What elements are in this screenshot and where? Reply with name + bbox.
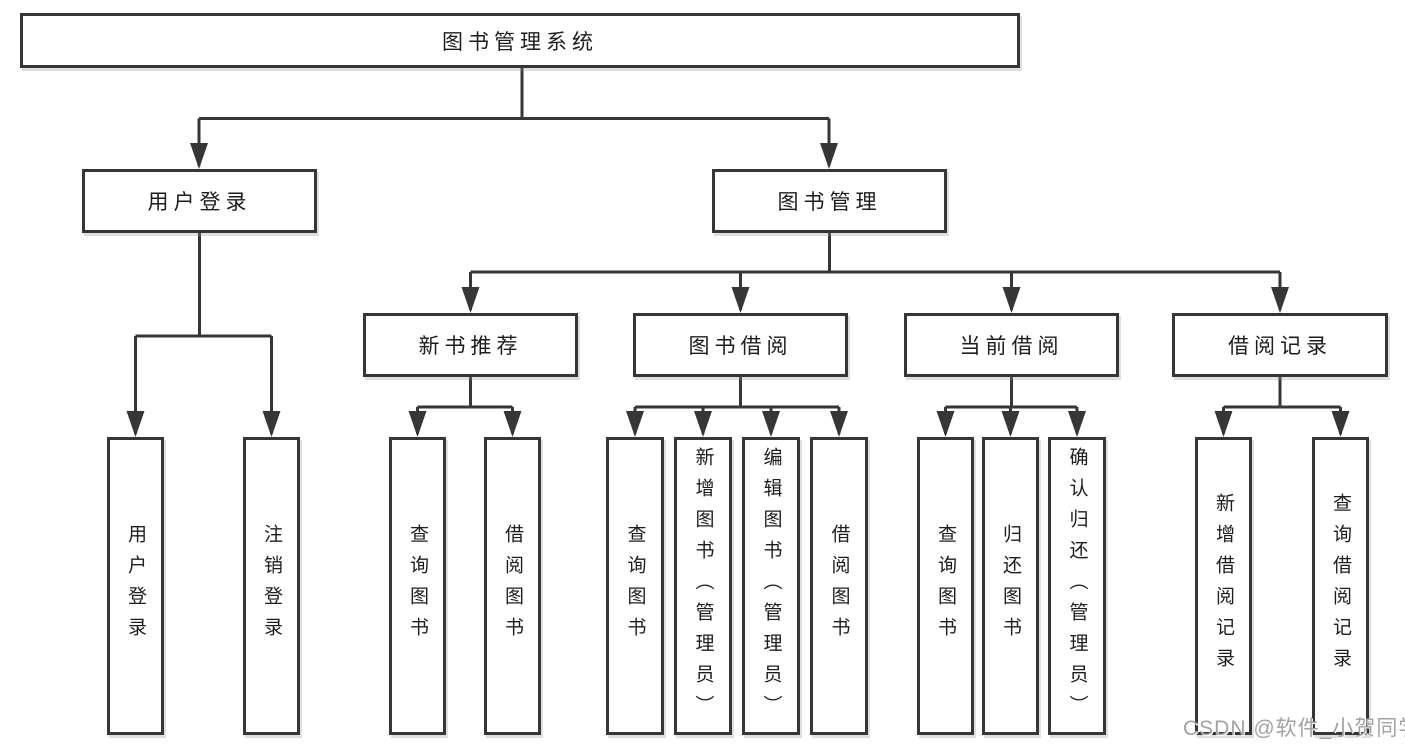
node-user-login: 用户登录: [82, 169, 317, 233]
node-borrow-records: 借阅记录: [1172, 313, 1388, 377]
leaf-borrow-books-2-label: 借阅图书: [828, 524, 850, 648]
node-current-borrowing: 当前借阅: [904, 313, 1119, 377]
arrow-down-icon: [190, 143, 208, 169]
leaf-confirm-return-admin-label: 确认归还（管理员）: [1066, 446, 1088, 726]
leaf-query-books-2-label: 查询图书: [624, 524, 646, 648]
leaf-logout-label: 注销登录: [261, 524, 282, 648]
leaf-query-borrow-record-label: 查询借阅记录: [1330, 493, 1351, 679]
leaf-add-book-admin: 新增图书（管理员）: [674, 437, 732, 735]
node-root-label: 图书管理系统: [442, 30, 598, 54]
leaf-edit-book-admin: 编辑图书（管理员）: [742, 437, 800, 735]
node-book-management: 图书管理: [712, 169, 947, 233]
arrow-down-icon: [936, 411, 955, 437]
node-new-book-recommend: 新书推荐: [363, 313, 578, 377]
arrow-down-icon: [408, 411, 427, 437]
arrow-down-icon: [262, 411, 281, 437]
arrow-down-icon: [694, 411, 712, 437]
arrow-down-icon: [461, 287, 480, 313]
arrow-down-icon: [731, 287, 750, 313]
leaf-borrow-books-2: 借阅图书: [810, 437, 868, 735]
connector-lines: [134, 68, 1342, 434]
arrow-down-icon: [830, 411, 848, 437]
node-new-book-recommend-label: 新书推荐: [418, 335, 523, 358]
arrow-down-icon: [1002, 287, 1021, 313]
node-root: 图书管理系统: [20, 13, 1020, 68]
leaf-return-book-label: 归还图书: [1000, 524, 1021, 648]
leaf-borrow-books-1-label: 借阅图书: [502, 524, 523, 648]
arrow-down-icon: [126, 411, 145, 437]
arrow-down-icon: [1331, 411, 1350, 437]
arrowheads: [126, 143, 1350, 437]
leaf-query-books-2: 查询图书: [606, 437, 664, 735]
leaf-query-books-1: 查询图书: [389, 437, 446, 735]
node-borrow-records-label: 借阅记录: [1228, 335, 1332, 358]
leaf-borrow-books-1: 借阅图书: [484, 437, 541, 735]
leaf-add-book-admin-label: 新增图书（管理员）: [692, 446, 714, 726]
leaf-edit-book-admin-label: 编辑图书（管理员）: [760, 446, 782, 726]
node-book-borrowing: 图书借阅: [633, 313, 848, 377]
node-book-management-label: 图书管理: [777, 191, 882, 214]
leaf-add-borrow-record-label: 新增借阅记录: [1213, 493, 1234, 679]
arrow-down-icon: [1214, 411, 1233, 437]
arrow-down-icon: [1271, 287, 1289, 313]
leaf-user-login-label: 用户登录: [125, 524, 146, 648]
leaf-return-book: 归还图书: [982, 437, 1039, 735]
node-current-borrowing-label: 当前借阅: [959, 335, 1064, 358]
leaf-logout: 注销登录: [243, 437, 300, 735]
arrow-down-icon: [762, 411, 780, 437]
node-book-borrowing-label: 图书借阅: [688, 335, 793, 358]
leaf-query-books-1-label: 查询图书: [407, 524, 428, 648]
arrow-down-icon: [820, 143, 838, 169]
leaf-add-borrow-record: 新增借阅记录: [1195, 437, 1252, 735]
arrow-down-icon: [503, 411, 522, 437]
leaf-query-borrow-record: 查询借阅记录: [1312, 437, 1369, 735]
leaf-query-books-3-label: 查询图书: [935, 524, 956, 648]
leaf-confirm-return-admin: 确认归还（管理员）: [1048, 437, 1106, 735]
csdn-watermark: CSDN @软件_小贺同学: [1183, 717, 1405, 740]
arrow-down-icon: [626, 411, 644, 437]
leaf-user-login: 用户登录: [107, 437, 164, 735]
arrow-down-icon: [1068, 411, 1086, 437]
arrow-down-icon: [1001, 411, 1020, 437]
node-user-login-label: 用户登录: [147, 191, 252, 214]
leaf-query-books-3: 查询图书: [917, 437, 974, 735]
